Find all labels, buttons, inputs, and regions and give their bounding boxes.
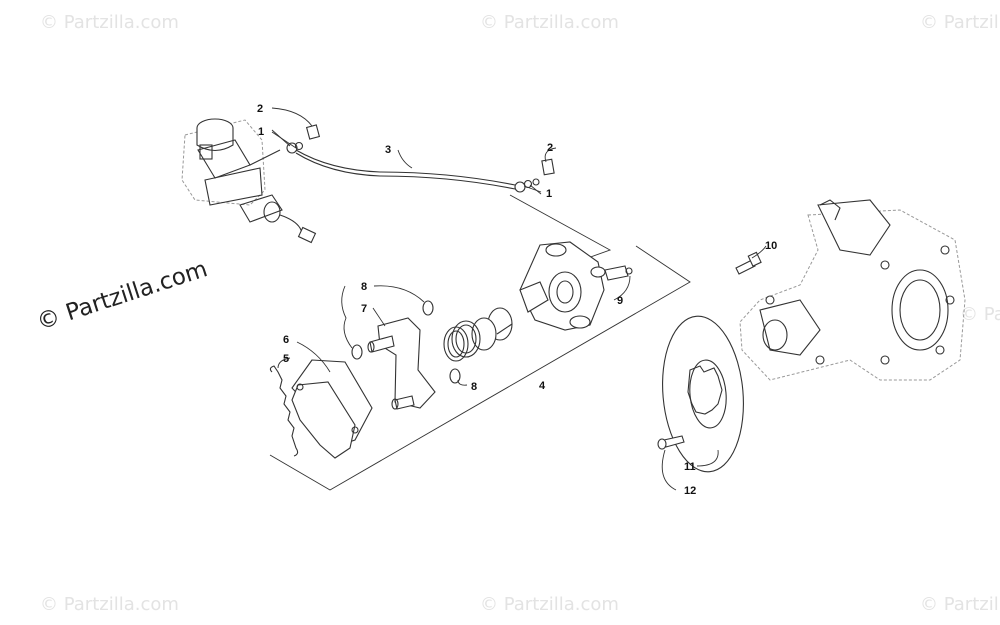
callout-label: 1: [258, 126, 264, 138]
callout-label: 7: [361, 303, 367, 315]
piston-seals: [443, 307, 513, 362]
watermark-text: © Partzilla.com: [40, 12, 179, 33]
callout-label: 1: [546, 188, 552, 200]
brake-pads: [291, 359, 373, 459]
o-rings: [351, 300, 461, 384]
watermark-text: © Partzilla.com: [920, 594, 1000, 615]
callout-label: 12: [684, 485, 696, 497]
callout-label: 4: [539, 380, 546, 392]
callout-labels: 2 1 3 2 1 8 7 6 5 8 4 9 10 11 12: [257, 103, 777, 497]
watermark-text: © Partzilla.com: [480, 12, 619, 33]
gear-case: [739, 199, 966, 381]
disc-screw: [657, 435, 685, 450]
callout-label: 5: [283, 353, 289, 365]
callout-label: 2: [547, 142, 553, 154]
master-cylinder: [181, 118, 317, 244]
callout-label: 8: [471, 381, 477, 393]
bleeder-valve: [604, 265, 633, 281]
callout-label: 10: [765, 240, 777, 252]
brake-hose-assembly: [286, 124, 555, 193]
callout-label: 2: [257, 103, 263, 115]
watermark-layer: © Partzilla.com © Partzilla.com © Partzi…: [40, 12, 1000, 615]
pad-spring: [269, 365, 299, 457]
callout-label: 3: [385, 144, 391, 156]
callout-label: 6: [283, 334, 289, 346]
partzilla-watermark: © Partzilla.com: [34, 256, 211, 336]
caliper-body: [519, 241, 606, 331]
leader-lines: [271, 107, 767, 491]
caliper-bracket: [367, 317, 436, 410]
watermark-text: © Partzilla.com: [40, 594, 179, 615]
watermark-text: © Partzilla.com: [920, 12, 1000, 33]
callout-label: 11: [684, 461, 696, 473]
watermark-text: © Partzilla.com: [960, 304, 1000, 325]
bolt-10: [735, 251, 762, 275]
watermark-text: © Partzilla.com: [480, 594, 619, 615]
callout-label: 8: [361, 281, 367, 293]
brake-disc: [662, 315, 744, 473]
callout-label: 9: [617, 295, 623, 307]
